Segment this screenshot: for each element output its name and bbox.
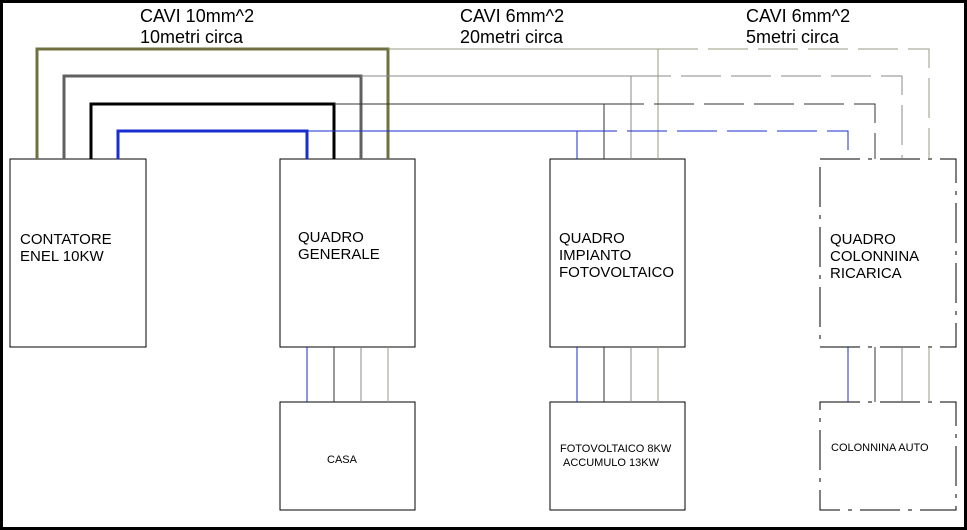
quadro-colonnina-label-line3: RICARICA [830, 265, 902, 282]
quadro-colonnina-label-line2: COLONNINA [830, 248, 920, 265]
header-6mm-5m: CAVI 6mm^2 5metri circa [746, 6, 850, 48]
wire-grey-to-colonnina [631, 75, 903, 159]
wire-earth-to-colonnina [658, 48, 930, 159]
quadro-fv-label-line2: IMPIANTO [559, 247, 632, 264]
wire-blue-to-fv [307, 130, 578, 159]
header-6mm-20m-line1: CAVI 6mm^2 [460, 6, 565, 26]
contatore-box [9, 158, 147, 348]
fotovoltaico-label: FOTOVOLTAICO 8KW ACCUMULO 13KW [560, 442, 671, 470]
quadro-colonnina-label: QUADRO COLONNINA RICARICA [830, 231, 919, 282]
quadro-generale-label-line1: QUADRO [298, 229, 364, 246]
quadro-colonnina-label-line1: QUADRO [830, 231, 896, 248]
quadro-fv-label: QUADRO IMPIANTO FOTOVOLTAICO [559, 230, 674, 281]
wire-blue-to-colonnina [577, 130, 849, 159]
fotovoltaico-label-line2: ACCUMULO 13KW [563, 457, 659, 469]
wire-black-to-colonnina [604, 103, 876, 159]
quadro-generale-label-line2: GENERALE [298, 246, 380, 263]
contatore-label: CONTATORE ENEL 10KW [20, 231, 112, 265]
header-10mm-line2: 10metri circa [140, 27, 244, 47]
casa-box [279, 401, 416, 511]
quadro-colonnina-box [819, 158, 957, 348]
casa-label-line1: CASA [327, 454, 357, 466]
colonnina-auto-label-line1: COLONNINA AUTO [831, 442, 929, 454]
wire-blue-thick [116, 129, 309, 159]
quadro-fotovoltaico-box [549, 158, 686, 348]
contatore-label-line2: ENEL 10KW [20, 248, 104, 265]
wire-grey-to-fv [361, 75, 632, 159]
colonnina-auto-box [819, 401, 957, 511]
casa-label: CASA [327, 453, 357, 467]
wire-grey-thick [62, 74, 363, 159]
quadro-fv-label-line3: FOTOVOLTAICO [559, 264, 675, 281]
header-10mm-line1: CAVI 10mm^2 [140, 6, 255, 26]
quadro-generale-box [279, 158, 416, 348]
quadro-generale-label: QUADRO GENERALE [298, 229, 380, 263]
header-10mm: CAVI 10mm^2 10metri circa [140, 6, 254, 48]
header-6mm-5m-line2: 5metri circa [746, 27, 840, 47]
colonnina-auto-label: COLONNINA AUTO [831, 441, 929, 455]
header-6mm-20m: CAVI 6mm^2 20metri circa [460, 6, 564, 48]
fotovoltaico-box [549, 401, 686, 511]
header-6mm-5m-line1: CAVI 6mm^2 [746, 6, 851, 26]
quadro-fv-label-line1: QUADRO [559, 230, 625, 247]
header-6mm-20m-line2: 20metri circa [460, 27, 564, 47]
diagram-frame [3, 3, 964, 527]
contatore-label-line1: CONTATORE [20, 231, 112, 248]
fotovoltaico-label-line1: FOTOVOLTAICO 8KW [560, 443, 672, 455]
